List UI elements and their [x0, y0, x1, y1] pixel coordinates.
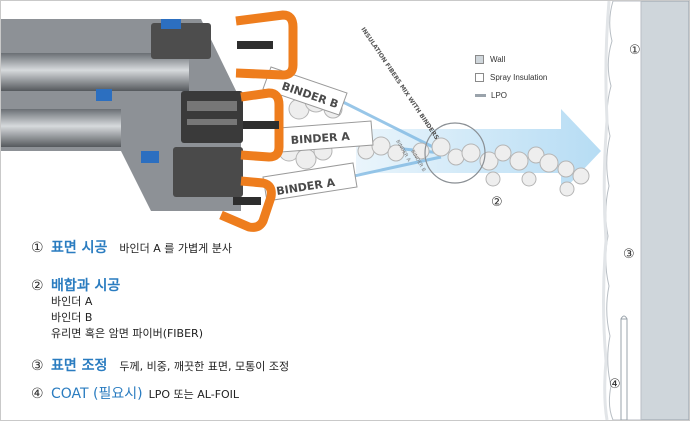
binder-a-bottom-tag: BINDER A: [262, 162, 358, 202]
spray-insulation-swatch: [475, 72, 484, 82]
step-4-number: ④: [31, 386, 44, 402]
step-2: ② 배합과 시공: [31, 275, 132, 295]
marker-2: ②: [491, 195, 503, 210]
lpo-swatch: [475, 93, 486, 97]
step-1-desc: 바인더 A 를 가볍게 분사: [119, 242, 232, 255]
legend-wall-label: Wall: [490, 54, 506, 64]
wall-swatch: [475, 54, 484, 64]
legend-spray-label: Spray Insulation: [490, 72, 548, 82]
legend-item-spray: Spray Insulation: [475, 68, 547, 86]
step-2-line-3: 유리면 혹은 암면 파이버(FIBER): [51, 327, 203, 340]
legend: Wall Spray Insulation LPO: [475, 50, 547, 104]
step-4-title: COAT (필요시): [51, 386, 143, 402]
mixing-zone-circle: [424, 122, 486, 184]
marker-1: ①: [629, 43, 641, 58]
step-1: ① 표면 시공 바인더 A 를 가볍게 분사: [31, 237, 232, 257]
step-3-title: 표면 조정: [51, 358, 108, 374]
legend-item-wall: Wall: [475, 50, 547, 68]
step-3-desc: 두께, 비중, 깨끗한 표면, 모통이 조정: [119, 360, 290, 373]
step-1-title: 표면 시공: [51, 240, 108, 256]
legend-item-lpo: LPO: [475, 86, 547, 104]
lpo-coat: [620, 318, 628, 420]
step-2-number: ②: [31, 278, 44, 294]
step-4: ④ COAT (필요시) LPO 또는 AL-FOIL: [31, 383, 239, 403]
step-2-line-2: 바인더 B: [51, 311, 93, 324]
step-2-title: 배합과 시공: [51, 278, 121, 294]
marker-4: ④: [609, 377, 621, 392]
legend-lpo-label: LPO: [491, 90, 508, 100]
step-3-number: ③: [31, 358, 44, 374]
spray-gun: [1, 10, 298, 232]
binder-a-top-label: BINDER A: [290, 130, 350, 147]
step-1-number: ①: [31, 240, 44, 256]
step-4-desc: LPO 또는 AL-FOIL: [148, 388, 240, 401]
binder-a-top-tag: BINDER A: [278, 120, 374, 153]
marker-3: ③: [623, 247, 635, 262]
step-2-line-1: 바인더 A: [51, 295, 93, 308]
wall: [640, 1, 689, 420]
step-3: ③ 표면 조정 두께, 비중, 깨끗한 표면, 모통이 조정: [31, 355, 289, 375]
